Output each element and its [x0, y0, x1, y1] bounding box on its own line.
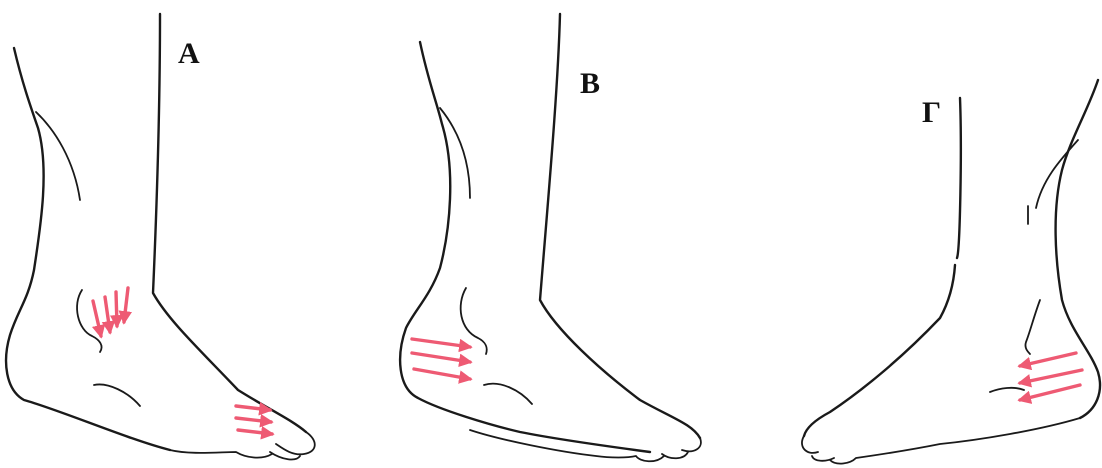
calf-inner-line-b — [440, 108, 470, 198]
toes-a — [170, 432, 315, 459]
arrow-c-1 — [1020, 353, 1076, 366]
arrow-a-4 — [124, 288, 128, 322]
panel-b: В — [400, 14, 701, 461]
arrow-b-2 — [412, 353, 470, 362]
foot-drawing-c — [802, 80, 1100, 464]
leg-back-outline-c — [1056, 80, 1100, 418]
leg-front-outline-c — [804, 98, 961, 436]
leg-back-outline-b — [400, 42, 650, 452]
arrow-a-7 — [238, 430, 272, 434]
panel-label-a: А — [178, 37, 200, 70]
ankle-curve-b — [461, 288, 487, 354]
arrows-b — [412, 339, 470, 379]
panel-c: Г — [802, 80, 1100, 464]
arrow-a-6 — [236, 418, 271, 422]
arrow-b-1 — [412, 339, 470, 347]
ankle-curve-c — [1025, 300, 1040, 354]
arrow-c-3 — [1020, 385, 1080, 400]
arrow-a-3 — [116, 292, 117, 326]
panel-label-b: В — [580, 67, 600, 100]
arrows-a — [93, 288, 272, 434]
leg-front-outline-b — [540, 14, 700, 438]
panel-a: А — [6, 14, 315, 459]
toes-c — [802, 418, 1080, 464]
arrow-c-2 — [1020, 370, 1082, 383]
panel-label-c: Г — [922, 96, 941, 129]
leg-front-outline-a — [153, 14, 306, 432]
arrows-c — [1020, 353, 1082, 400]
sole-inner-line-a — [94, 384, 140, 406]
arrow-a-2 — [105, 297, 110, 332]
sole-inner-line-b — [484, 384, 532, 404]
arrow-a-1 — [93, 301, 101, 336]
toes-b — [470, 430, 701, 461]
arrow-b-3 — [414, 369, 470, 379]
leg-back-outline-a — [6, 48, 170, 450]
sole-inner-line-c — [990, 388, 1024, 392]
foot-drawing-b — [400, 14, 701, 461]
foot-drawing-a — [6, 14, 315, 459]
